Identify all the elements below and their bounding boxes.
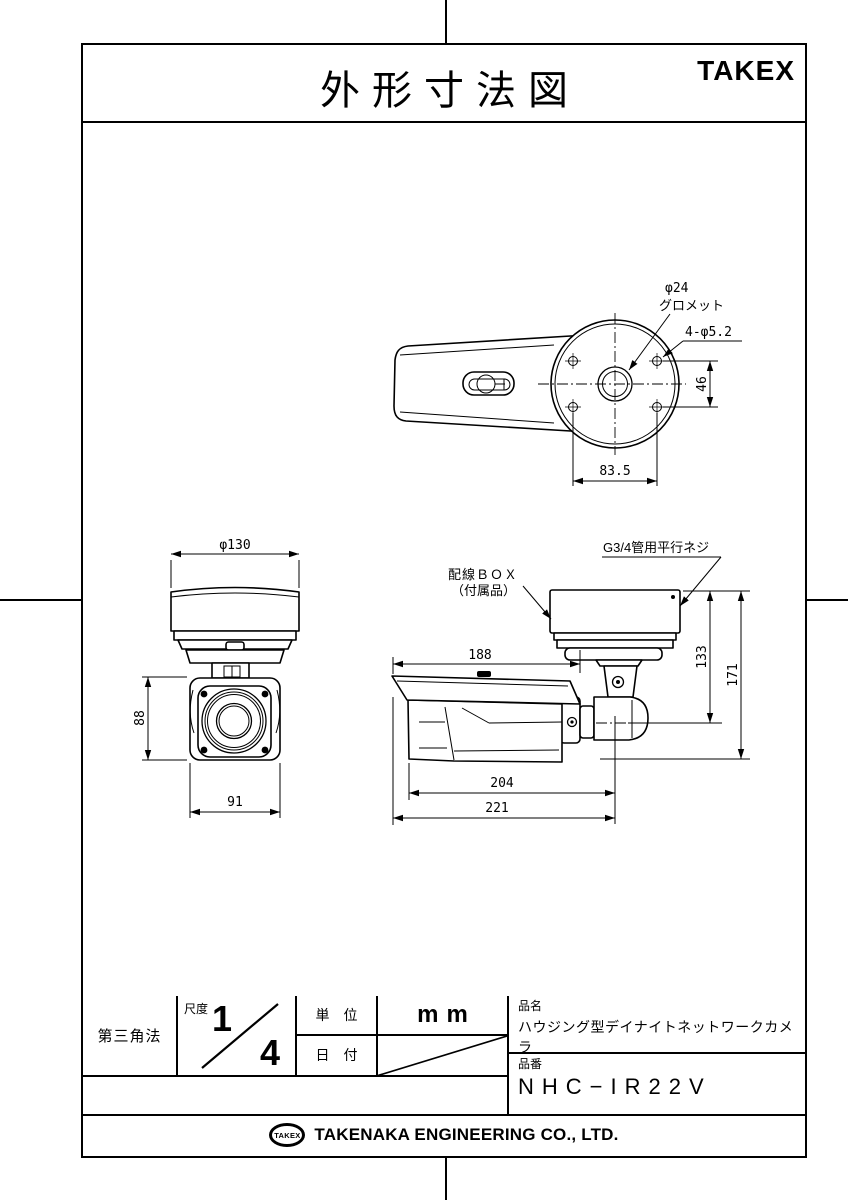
lens xyxy=(201,688,267,754)
grommet-leader xyxy=(628,313,671,371)
svg-text:83.5: 83.5 xyxy=(599,464,630,479)
thread-label: G3/4管用平行ネジ xyxy=(603,540,709,555)
svg-text:88: 88 xyxy=(133,710,148,726)
grommet-label: グロメット xyxy=(659,298,724,313)
svg-text:171: 171 xyxy=(726,663,741,686)
dim-171: 171 xyxy=(600,591,750,760)
title-block: 第三角法 尺度 1 4 単 位 mm 日 付 xyxy=(83,996,805,1154)
dim-188: 188 xyxy=(392,648,581,674)
dim-204: 204 xyxy=(408,763,615,800)
takex-oval-logo: TAKEX xyxy=(269,1123,306,1147)
product-number-label: 品番 xyxy=(518,1057,543,1071)
holes-label: 4-φ5.2 xyxy=(685,325,732,340)
brand-logo: TAKEX xyxy=(697,55,795,86)
wiring-box-label: 配線ＢＯＸ xyxy=(448,567,518,582)
scale-slash xyxy=(201,1003,279,1069)
page-title: 外形寸法図 xyxy=(320,69,580,113)
date-diagonal xyxy=(378,1035,507,1075)
product-number-value: NHC−IR22V xyxy=(518,1074,712,1099)
handle-slot xyxy=(462,371,515,396)
arm-lower xyxy=(593,696,649,741)
wiring-box-leader xyxy=(522,585,552,620)
center-mark-left xyxy=(0,599,81,601)
svg-text:204: 204 xyxy=(490,776,514,791)
unit-value: mm xyxy=(378,996,507,1036)
dim-133: 133 xyxy=(683,590,750,723)
svg-text:φ130: φ130 xyxy=(219,538,250,553)
svg-text:221: 221 xyxy=(485,801,508,816)
mount-base-front xyxy=(170,586,300,632)
dim-88: 88 xyxy=(133,676,187,761)
grommet-dia-label: φ24 xyxy=(665,281,689,296)
dim-phi130: φ130 xyxy=(170,538,300,588)
top-view: φ24 グロメット 4-φ5.2 46 83.5 xyxy=(393,281,742,486)
product-name-cell: 品名 ハウジング型デイナイトネットワークカメラ xyxy=(509,996,805,1055)
camera-body-side xyxy=(407,699,563,763)
header-band: 外形寸法図 TAKEX xyxy=(83,45,805,123)
wiring-box xyxy=(549,589,681,634)
scale-numerator: 1 xyxy=(212,998,233,1039)
grommet-hole xyxy=(597,366,633,402)
product-cells: 品名 ハウジング型デイナイトネットワークカメラ 品番 NHC−IR22V xyxy=(507,996,805,1116)
center-mark-right xyxy=(807,599,848,601)
side-view: 配線ＢＯＸ （付属品） G3/4管用平行ネジ 188 133 xyxy=(391,540,750,825)
date-label: 日 付 xyxy=(297,1035,378,1075)
bracket-plate xyxy=(185,649,285,664)
center-mark-top xyxy=(445,0,447,43)
mount-holes xyxy=(565,353,665,415)
product-name-value: ハウジング型デイナイトネットワークカメラ xyxy=(518,1019,794,1055)
holes-leader xyxy=(662,340,684,358)
projection-cell: 第三角法 xyxy=(83,996,178,1075)
arm-upper xyxy=(603,665,638,698)
drawing-frame: 外形寸法図 TAKEX xyxy=(81,43,807,1158)
sun-shield-side xyxy=(391,675,581,705)
face-screws xyxy=(200,690,269,754)
scale-denominator: 4 xyxy=(259,1032,280,1073)
bracket-stem xyxy=(211,662,250,679)
thread-leader xyxy=(679,556,722,607)
scale-cell: 尺度 1 4 xyxy=(178,996,297,1075)
product-number-cell: 品番 NHC−IR22V xyxy=(509,1054,805,1112)
date-value xyxy=(378,1035,507,1075)
front-view: φ130 xyxy=(133,538,300,818)
company-name: TAKENAKA ENGINEERING CO., LTD. xyxy=(314,1125,619,1144)
svg-text:133: 133 xyxy=(695,645,710,668)
dim-91: 91 xyxy=(189,763,281,818)
dim-83-5: 83.5 xyxy=(572,413,658,486)
scale-label: 尺度 xyxy=(184,1002,209,1016)
wiring-box-note: （付属品） xyxy=(451,583,516,598)
svg-text:91: 91 xyxy=(227,795,243,810)
dimension-drawing: φ24 グロメット 4-φ5.2 46 83.5 xyxy=(133,281,750,825)
dim-46: 46 xyxy=(663,360,718,408)
center-mark-bottom xyxy=(445,1157,447,1200)
title-block-row1: 第三角法 尺度 1 4 単 位 mm 日 付 xyxy=(83,996,507,1077)
empty-cell xyxy=(83,1077,507,1116)
dim-221: 221 xyxy=(392,697,615,825)
unit-date-cells: 単 位 mm 日 付 xyxy=(297,996,507,1075)
unit-label: 単 位 xyxy=(297,996,378,1036)
company-footer: TAKEX TAKENAKA ENGINEERING CO., LTD. xyxy=(83,1116,805,1154)
product-name-label: 品名 xyxy=(518,999,543,1013)
svg-text:188: 188 xyxy=(468,648,491,663)
svg-text:46: 46 xyxy=(695,376,710,392)
